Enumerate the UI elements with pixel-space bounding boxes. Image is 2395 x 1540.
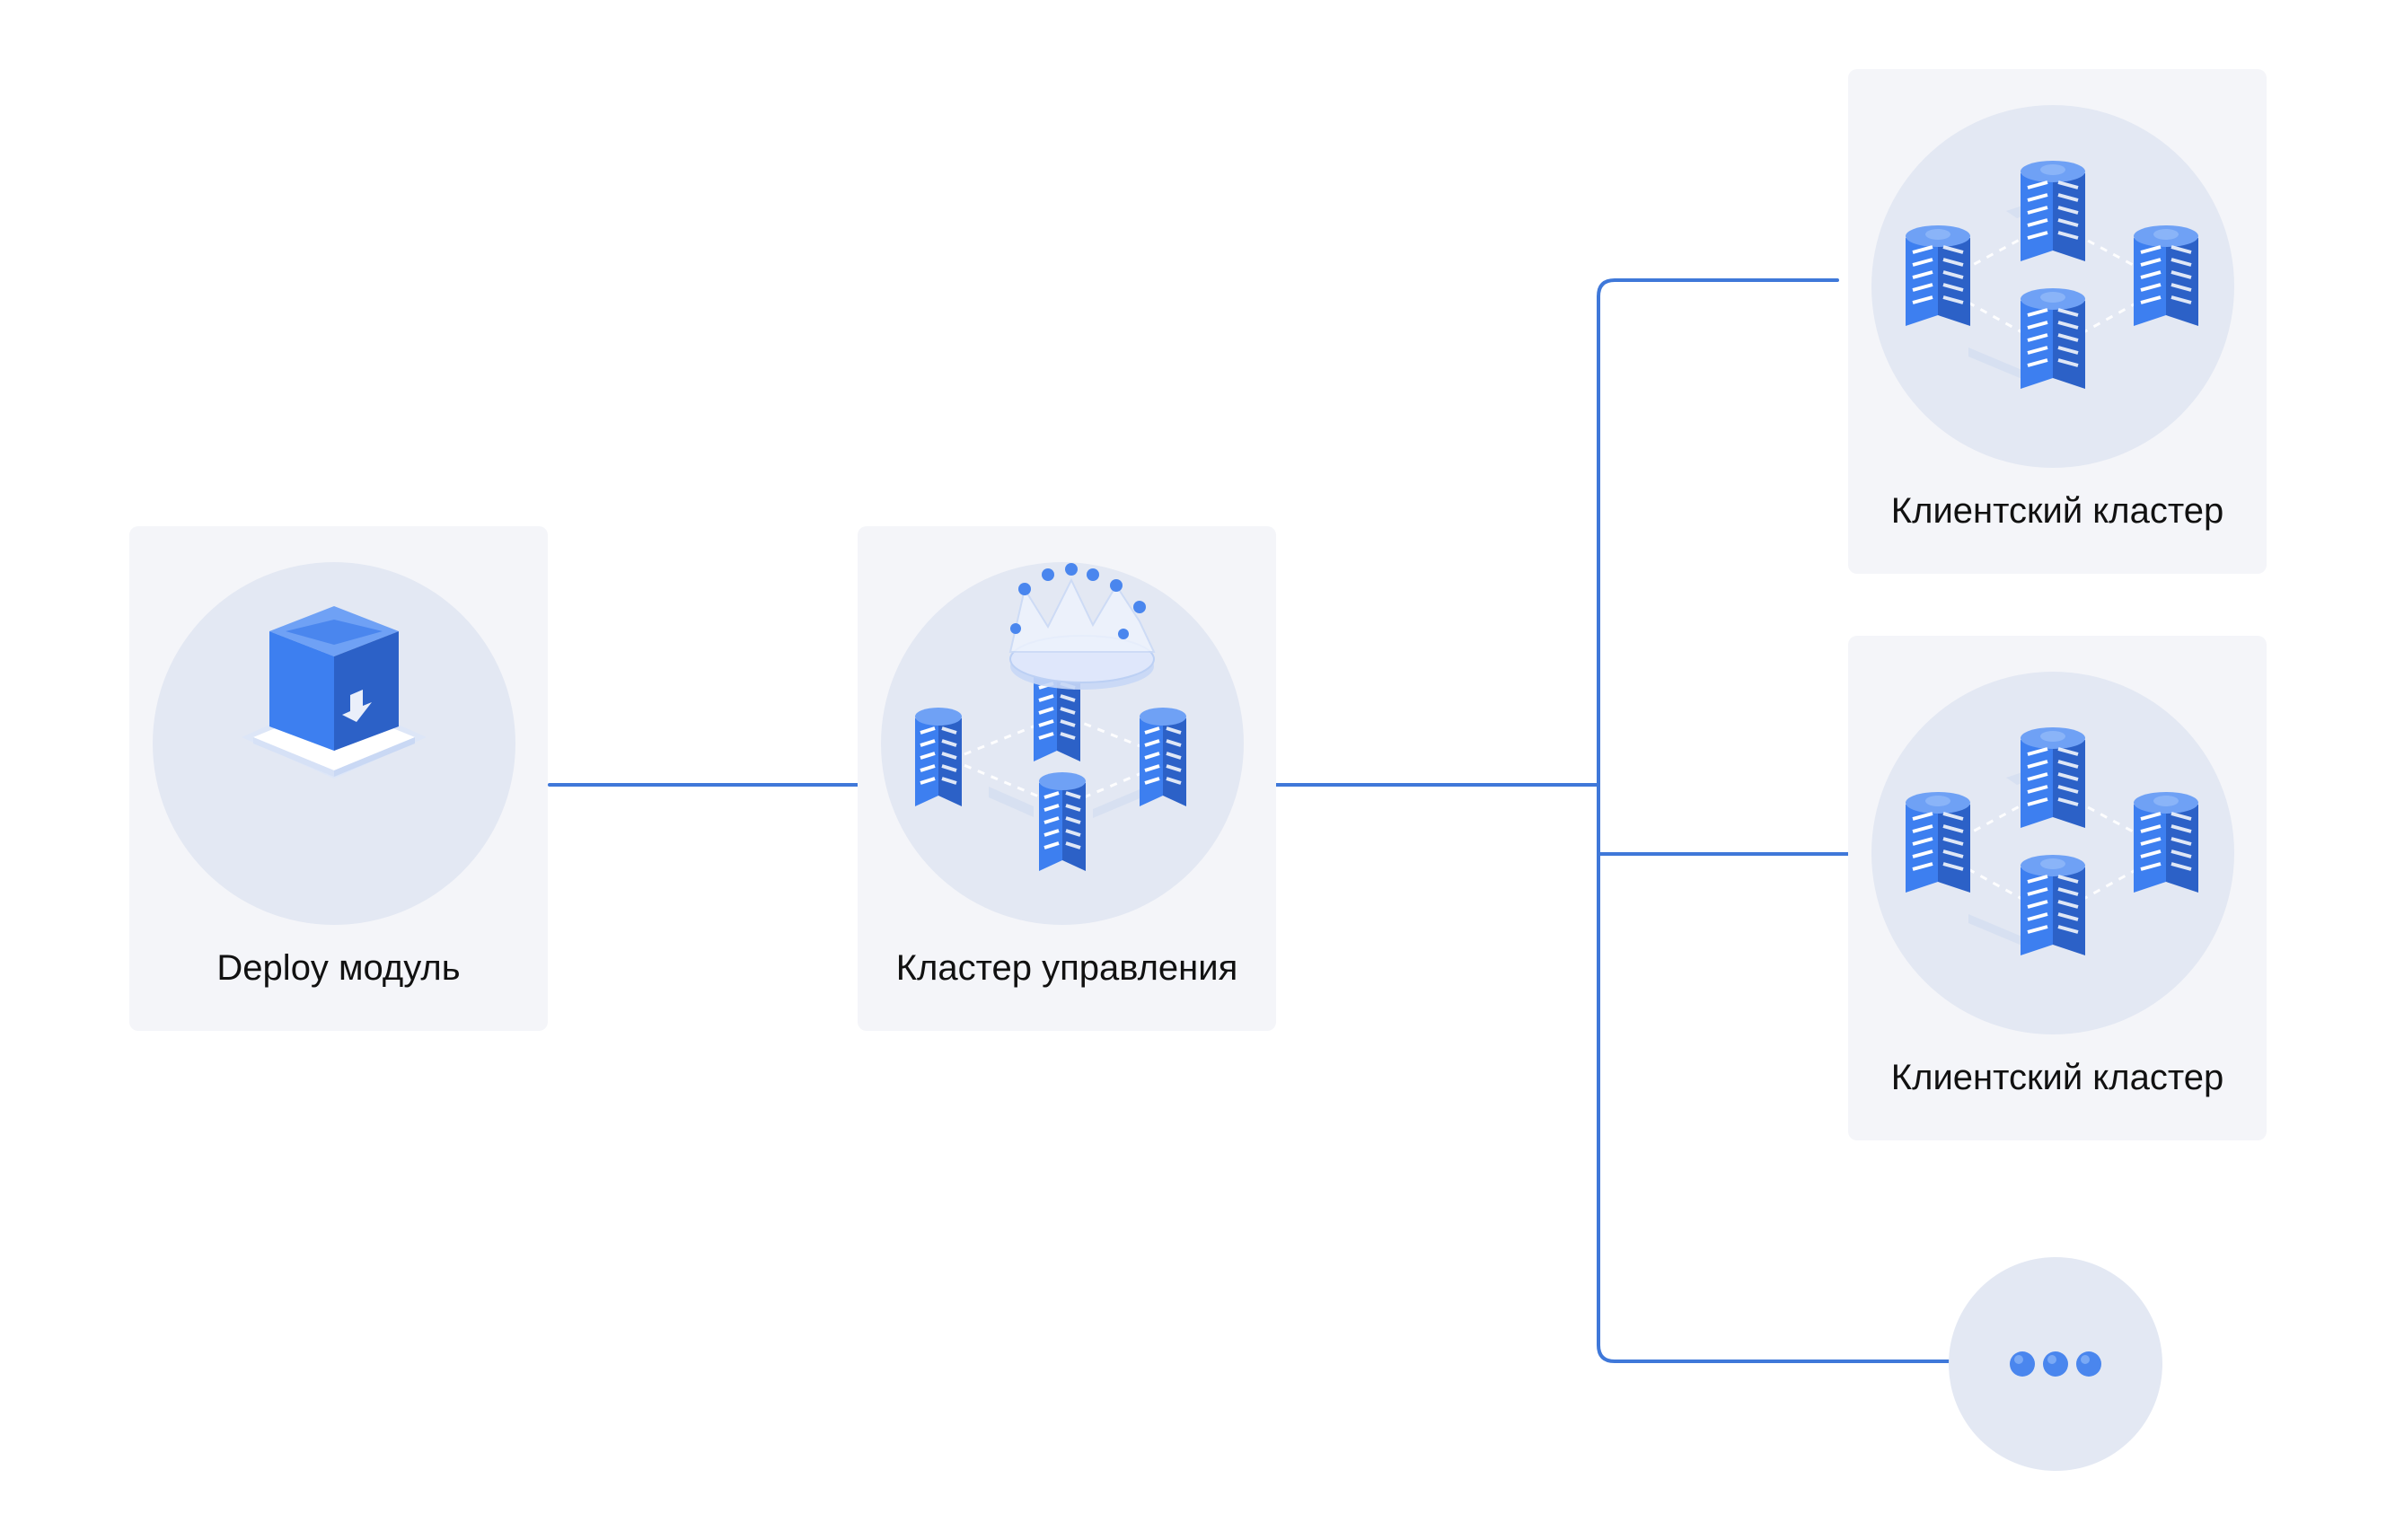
connector-bus-to-client-1	[1597, 278, 1839, 787]
management-cluster-node: Кластер управления	[858, 526, 1276, 1031]
connector-bus-to-more	[1597, 783, 1950, 1363]
deploy-module-node: Deploy модуль	[129, 526, 548, 1031]
crowned-server-cluster-icon	[881, 562, 1244, 925]
deploy-module-label: Deploy модуль	[216, 948, 461, 988]
client-cluster-node-1: Клиентский кластер	[1848, 69, 2267, 574]
server-cluster-icon	[1871, 105, 2234, 468]
client-cluster-label-1: Клиентский кластер	[1890, 491, 2224, 531]
client-cluster-node-2: Клиентский кластер	[1848, 636, 2267, 1140]
connector-bus-to-client-2	[1597, 783, 1850, 856]
client-cluster-label-2: Клиентский кластер	[1890, 1058, 2224, 1097]
server-cluster-icon	[1871, 672, 2234, 1034]
ellipsis-icon	[1949, 1257, 2162, 1471]
deploy-package-icon	[153, 562, 515, 925]
management-cluster-label: Кластер управления	[895, 948, 1238, 988]
